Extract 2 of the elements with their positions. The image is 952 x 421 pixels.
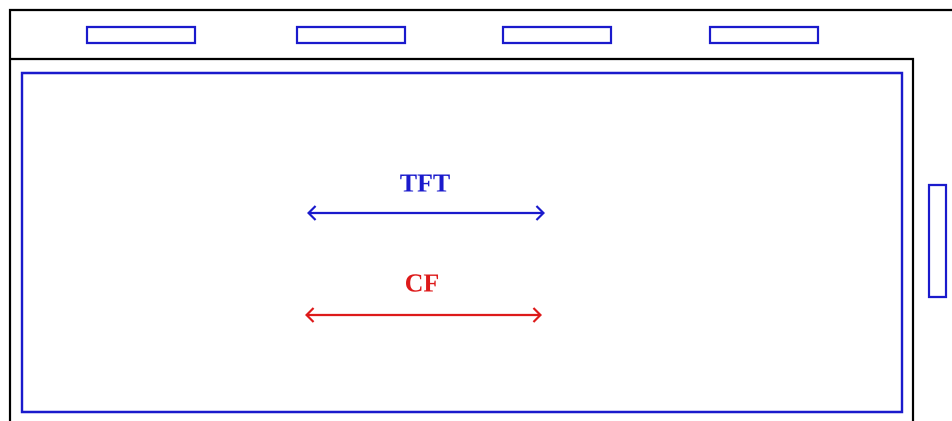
direction-label: TFT bbox=[400, 174, 450, 192]
direction-label: CF bbox=[406, 274, 438, 292]
